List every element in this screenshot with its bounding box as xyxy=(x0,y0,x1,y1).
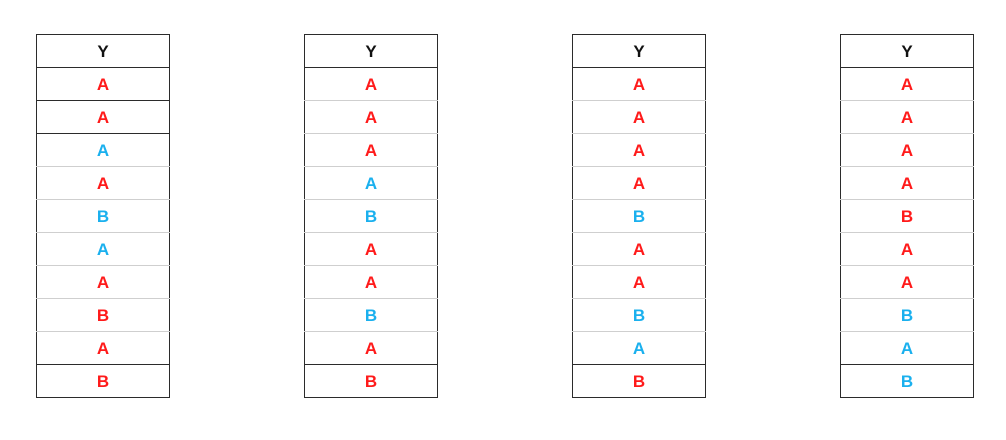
cell-value: B xyxy=(572,199,706,233)
column-header-y: Y xyxy=(572,34,706,68)
table-row: A xyxy=(304,133,438,167)
table-row: B xyxy=(840,199,974,233)
table-row: A xyxy=(572,100,706,134)
cell-value: B xyxy=(840,199,974,233)
table-row: A xyxy=(572,331,706,365)
cell-value: A xyxy=(840,67,974,101)
cell-value: A xyxy=(840,232,974,266)
table-row: A xyxy=(572,265,706,299)
table-row: B xyxy=(840,298,974,332)
cell-value: A xyxy=(840,133,974,167)
table-row: A xyxy=(36,265,170,299)
cell-value: A xyxy=(304,331,438,365)
table-row: A xyxy=(840,265,974,299)
column-header-y: Y xyxy=(840,34,974,68)
table-row: A xyxy=(36,133,170,167)
cell-value: A xyxy=(840,166,974,200)
cell-value: A xyxy=(36,100,170,134)
table-header-row: Y xyxy=(840,34,974,68)
table-header-row: Y xyxy=(572,34,706,68)
cell-value: B xyxy=(572,298,706,332)
table-row: B xyxy=(572,364,706,398)
table-row: A xyxy=(840,67,974,101)
table-row: A xyxy=(304,166,438,200)
cell-value: B xyxy=(36,199,170,233)
table-header-row: Y xyxy=(304,34,438,68)
table-row: B xyxy=(36,199,170,233)
table-row: B xyxy=(572,199,706,233)
table-row: A xyxy=(572,67,706,101)
cell-value: B xyxy=(36,298,170,332)
table-row: B xyxy=(304,298,438,332)
y-table-3: Y A A A A B A A B A B xyxy=(572,34,706,398)
cell-value: B xyxy=(36,364,170,398)
cell-value: A xyxy=(36,265,170,299)
cell-value: A xyxy=(572,265,706,299)
cell-value: A xyxy=(304,100,438,134)
table-row: A xyxy=(36,67,170,101)
cell-value: A xyxy=(572,331,706,365)
table-row: A xyxy=(840,331,974,365)
table-row: A xyxy=(304,67,438,101)
cell-value: A xyxy=(36,133,170,167)
cell-value: A xyxy=(572,166,706,200)
table-row: B xyxy=(304,364,438,398)
table-header-row: Y xyxy=(36,34,170,68)
cell-value: B xyxy=(840,364,974,398)
cell-value: A xyxy=(572,232,706,266)
cell-value: B xyxy=(304,364,438,398)
cell-value: A xyxy=(36,331,170,365)
y-table-2: Y A A A A B A A B A B xyxy=(304,34,438,398)
table-row: A xyxy=(36,331,170,365)
table-row: B xyxy=(36,298,170,332)
table-row: A xyxy=(304,232,438,266)
table-row: A xyxy=(304,100,438,134)
y-table-1: Y A A A A B A A B A B xyxy=(36,34,170,398)
cell-value: A xyxy=(304,67,438,101)
cell-value: A xyxy=(304,232,438,266)
table-row: A xyxy=(36,100,170,134)
y-table-4: Y A A A A B A A B A B xyxy=(840,34,974,398)
table-row: A xyxy=(36,166,170,200)
column-header-y: Y xyxy=(36,34,170,68)
table-row: B xyxy=(36,364,170,398)
cell-value: A xyxy=(840,100,974,134)
table-row: A xyxy=(840,232,974,266)
cell-value: A xyxy=(36,166,170,200)
cell-value: A xyxy=(36,232,170,266)
table-row: A xyxy=(840,166,974,200)
table-row: B xyxy=(304,199,438,233)
cell-value: A xyxy=(304,166,438,200)
cell-value: B xyxy=(304,298,438,332)
table-row: B xyxy=(840,364,974,398)
table-row: A xyxy=(572,232,706,266)
cell-value: A xyxy=(572,100,706,134)
table-row: B xyxy=(572,298,706,332)
cell-value: A xyxy=(572,67,706,101)
cell-value: A xyxy=(840,265,974,299)
cell-value: A xyxy=(304,265,438,299)
cell-value: B xyxy=(840,298,974,332)
table-row: A xyxy=(36,232,170,266)
table-row: A xyxy=(304,265,438,299)
cell-value: B xyxy=(304,199,438,233)
column-header-y: Y xyxy=(304,34,438,68)
cell-value: A xyxy=(36,67,170,101)
table-row: A xyxy=(572,133,706,167)
table-row: A xyxy=(840,133,974,167)
table-row: A xyxy=(304,331,438,365)
cell-value: A xyxy=(572,133,706,167)
cell-value: A xyxy=(840,331,974,365)
table-row: A xyxy=(840,100,974,134)
table-row: A xyxy=(572,166,706,200)
cell-value: A xyxy=(304,133,438,167)
cell-value: B xyxy=(572,364,706,398)
